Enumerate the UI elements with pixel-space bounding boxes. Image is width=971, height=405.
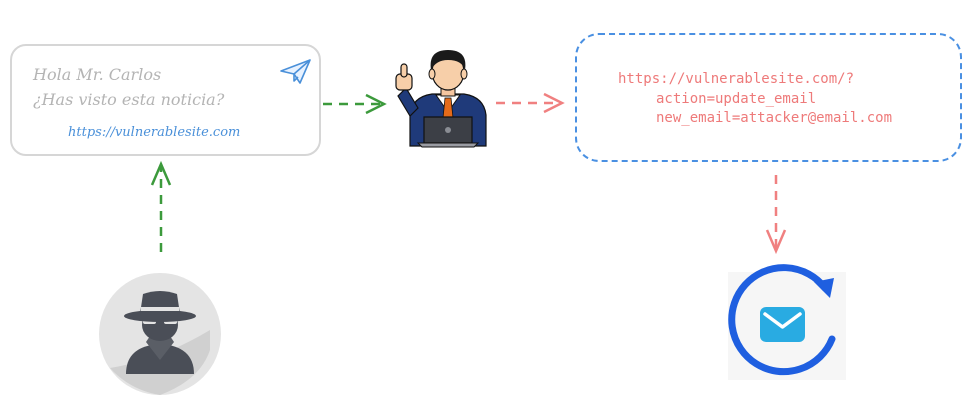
arrow-request-to-email-update [765, 175, 787, 255]
message-link[interactable]: https://vulnerablesite.com [68, 125, 241, 140]
request-param-action: action=update_email [656, 91, 817, 107]
request-url: https://vulnerablesite.com/? [618, 71, 855, 87]
message-greeting: Hola Mr. Carlos [33, 65, 162, 84]
spy-hacker-icon [99, 273, 221, 395]
malicious-request-box: https://vulnerablesite.com/? action=upda… [575, 33, 962, 162]
user-at-laptop-icon [395, 50, 487, 148]
email-refresh-icon [728, 264, 846, 380]
arrow-message-to-victim [323, 93, 387, 115]
phishing-message-card: Hola Mr. Carlos ¿Has visto esta noticia?… [10, 44, 321, 156]
arrow-victim-to-request [496, 92, 565, 114]
arrow-attacker-to-message [150, 160, 172, 252]
request-param-email: new_email=attacker@email.com [656, 110, 893, 126]
paper-plane-icon [280, 59, 311, 84]
message-question: ¿Has visto esta noticia? [33, 90, 225, 109]
